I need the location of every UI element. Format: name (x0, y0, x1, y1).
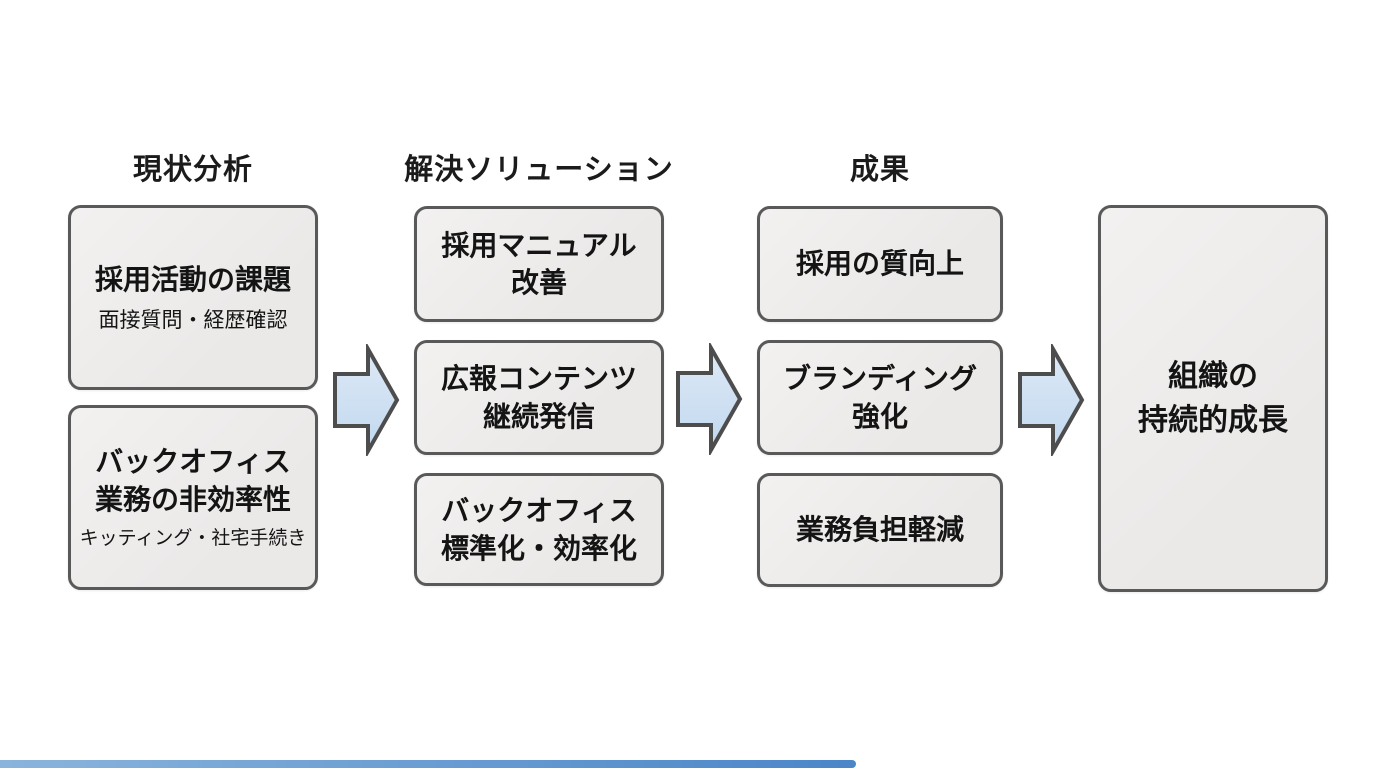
box-title: ブランディング 強化 (782, 363, 978, 432)
column-header-solution: 解決ソリューション (404, 154, 674, 186)
box-title: 組織の 持続的成長 (1138, 360, 1288, 437)
box-subtitle: キッティング・社宅手続き (79, 527, 307, 549)
box-subtitle: 面接質問・経歴確認 (98, 308, 288, 332)
column-header-results: 成果 (849, 154, 910, 186)
box-title: 広報コンテンツ 継続発信 (440, 363, 637, 432)
box-title: バックオフィス 標準化・効率化 (440, 495, 637, 564)
box-backoffice-inefficiency: バックオフィス 業務の非効率性 キッティング・社宅手続き (68, 405, 318, 590)
progress-bar (0, 760, 856, 768)
block-arrow-right-icon (1018, 344, 1085, 456)
box-sustainable-growth: 組織の 持続的成長 (1098, 205, 1328, 592)
box-workload-reduction: 業務負担軽減 (757, 473, 1003, 587)
box-recruitment-issues: 採用活動の課題 面接質問・経歴確認 (68, 205, 318, 390)
box-backoffice-standardization: バックオフィス 標準化・効率化 (414, 473, 664, 586)
box-title: 採用活動の課題 (94, 263, 291, 295)
block-arrow-right-icon (676, 343, 743, 455)
column-header-current-analysis: 現状分析 (132, 154, 253, 186)
box-title: 採用の質向上 (795, 248, 964, 280)
box-title: 業務負担軽減 (795, 514, 964, 546)
box-pr-content: 広報コンテンツ 継続発信 (414, 340, 664, 455)
block-arrow-right-icon (333, 344, 400, 456)
box-hiring-quality: 採用の質向上 (757, 206, 1003, 322)
box-title: 採用マニュアル 改善 (441, 229, 637, 298)
box-title: バックオフィス 業務の非効率性 (94, 446, 291, 515)
box-branding: ブランディング 強化 (757, 340, 1003, 455)
box-recruiting-manual: 採用マニュアル 改善 (414, 206, 664, 322)
